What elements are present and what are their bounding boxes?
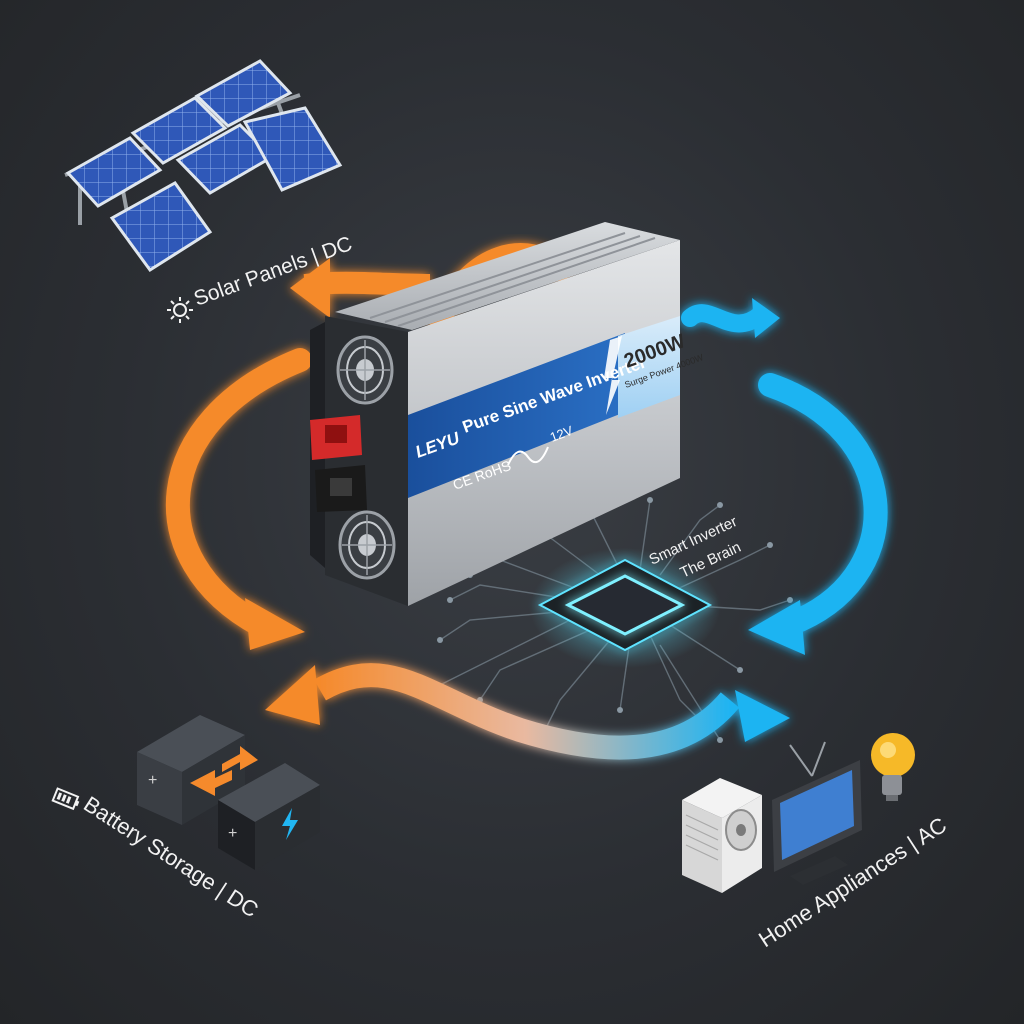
negative-terminal (315, 465, 367, 512)
dc-flow-arrow-left (166, 348, 312, 650)
light-bulb-icon (871, 733, 915, 801)
inverter-device: LEYU Pure Sine Wave Inverter CE RoHS 12V… (310, 222, 705, 606)
svg-text:+: + (148, 772, 157, 789)
chip-icon (530, 548, 720, 668)
solar-label: Solar Panels | DC (191, 232, 355, 311)
ac-flow-arrow-right (748, 373, 888, 655)
home-appliances (682, 733, 915, 893)
flow-arrow-battery-to-appliances (265, 663, 790, 760)
heat-pump-icon (682, 778, 762, 893)
ac-flow-arrow-top (681, 298, 780, 338)
battery-icon (51, 787, 80, 811)
svg-text:+: + (228, 825, 237, 842)
sun-icon (167, 297, 193, 323)
sine-wave-icon (507, 446, 549, 466)
battery-flow-arrows (190, 746, 258, 796)
positive-terminal (310, 415, 362, 460)
battery-storage: + + (137, 715, 320, 870)
lightning-icon (282, 808, 298, 840)
fan-top (336, 335, 394, 405)
tv-icon (772, 741, 862, 885)
fan-bottom (338, 510, 396, 580)
solar-panels (64, 59, 343, 273)
